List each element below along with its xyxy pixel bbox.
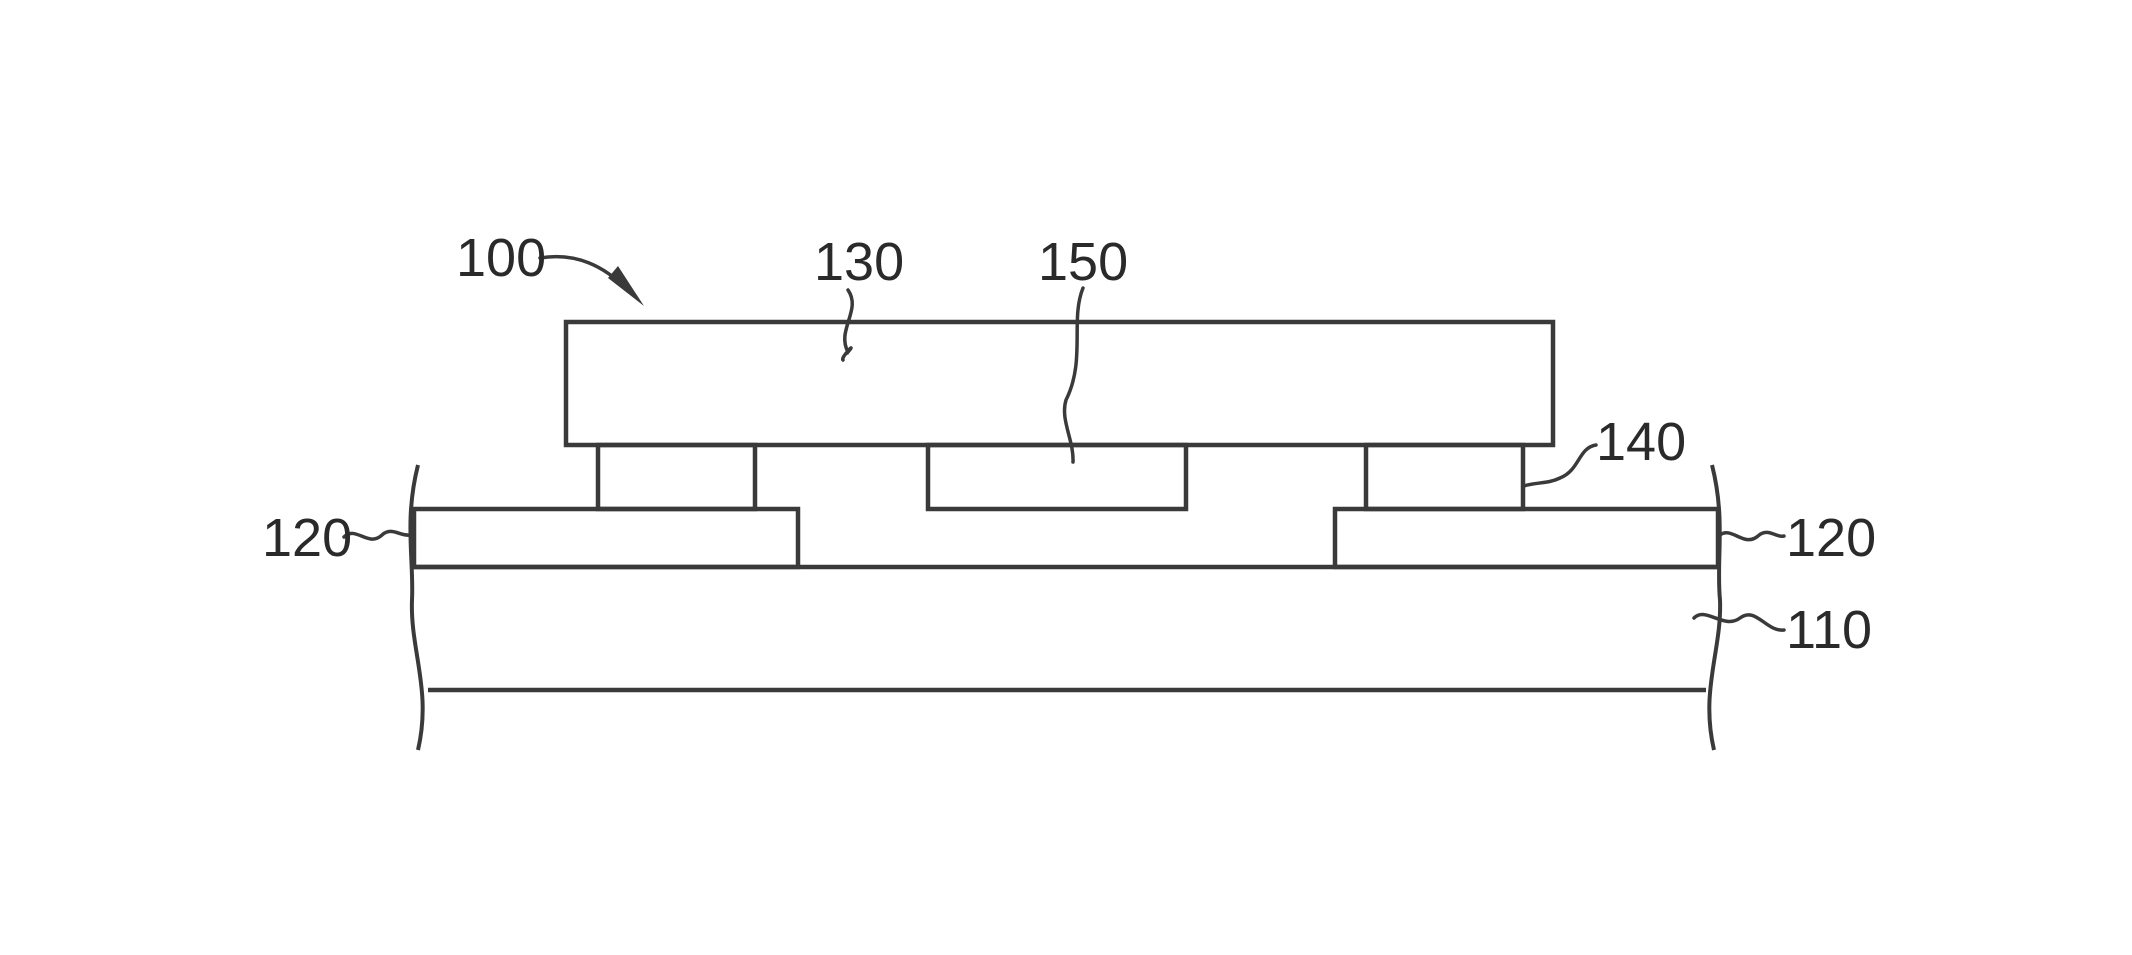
bond-pad-right-120: [1335, 509, 1718, 567]
label-140: 140: [1596, 412, 1686, 472]
underfill-element-150: [928, 445, 1186, 509]
leader-120-right: [1720, 532, 1784, 539]
leader-110: [1694, 615, 1784, 631]
label-100: 100: [456, 228, 546, 288]
bump-right-140: [1366, 445, 1523, 509]
label-120-right: 120: [1786, 508, 1876, 568]
label-130: 130: [814, 232, 904, 292]
leader-140: [1524, 445, 1596, 486]
bond-pad-left-120: [414, 509, 798, 567]
substrate-110: [410, 567, 1718, 690]
label-110: 110: [1786, 600, 1872, 660]
label-120-left: 120: [262, 508, 352, 568]
leader-120-left: [344, 531, 412, 539]
bump-left-140: [598, 445, 755, 509]
label-150: 150: [1038, 232, 1128, 292]
leader-130: [843, 290, 853, 360]
leader-150: [1064, 288, 1083, 462]
arrowhead-100-icon: [608, 266, 644, 306]
die-130: [566, 322, 1553, 445]
